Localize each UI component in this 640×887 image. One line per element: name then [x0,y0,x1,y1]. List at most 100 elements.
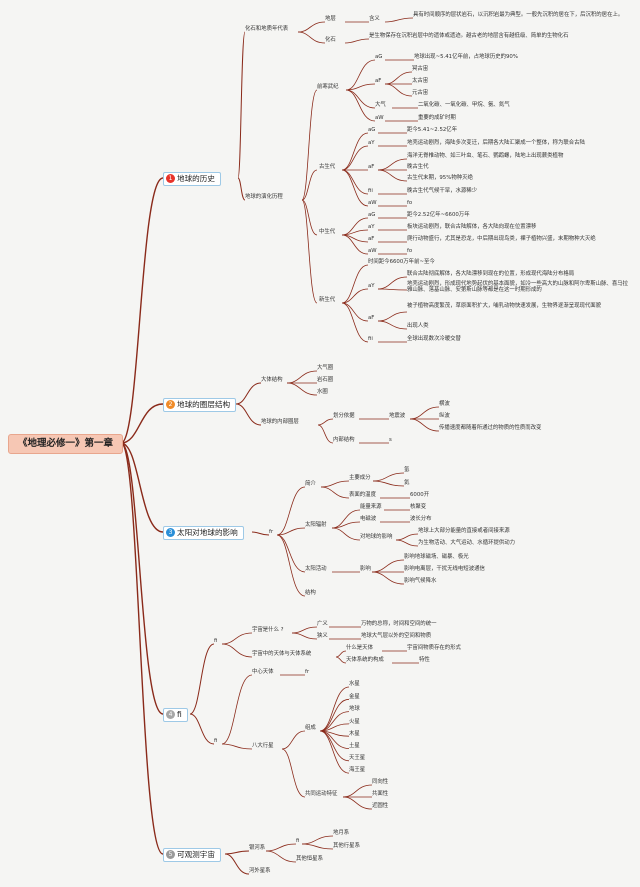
influence-ionosphere: 影响电离层，干扰无线电短波通信 [404,566,485,572]
connector-line [377,288,408,291]
paleozoic-fii[interactable]: fii [368,188,373,194]
paleozoic-aw[interactable]: aW [368,200,377,206]
topic-earth-evolution[interactable]: 地球的演化历程 [245,194,283,200]
topic-structure[interactable]: 结构 [305,590,316,596]
sphere-hydrosphere: 水圈 [317,389,328,395]
topic-seismic-wave[interactable]: 地震波 [389,413,406,419]
precambrian-atmosphere-text: 二氧化碳、一氧化碳、甲烷、氨、氮气 [418,102,510,108]
connector-line [331,521,361,529]
topic-solar-activity[interactable]: 太阳活动 [305,566,327,572]
topic-influence[interactable]: 影响 [360,566,371,572]
paleozoic-aw-text: fo [407,200,413,206]
topic-paleozoic[interactable]: 古生代 [319,164,336,170]
wave-speed-note: 传播速度都随着所通过的物质的性质而改变 [439,425,542,431]
mesozoic-af[interactable]: aF [368,236,375,242]
topic-fossil[interactable]: 化石 [325,37,336,43]
connector-line [224,850,250,855]
topic-inner-structure[interactable]: 内部结构 [333,437,355,443]
topic-milky-way[interactable]: 银河系 [249,845,266,851]
inner-structure-s: s [389,437,392,443]
mesozoic-aw[interactable]: aW [368,248,377,254]
chapter-label: fi [177,710,182,719]
cenozoic-ay[interactable]: aY [368,283,375,289]
connector-line [317,418,334,426]
topic-intro[interactable]: 简介 [305,481,316,487]
root-topic[interactable]: 《地理必修一》第一章 [8,434,123,454]
milky-way-hub[interactable]: fi [296,838,300,844]
planet-jupiter: 木星 [349,731,360,737]
connector-line [237,177,246,201]
connector-line [189,643,215,715]
motion-coplanar: 共面性 [372,791,389,797]
topic-fossil-timescale[interactable]: 化石和地质年代表 [245,26,289,32]
connector-line [341,288,369,304]
mesozoic-ay[interactable]: aY [368,224,375,230]
precambrian-af[interactable]: aF [375,78,382,84]
topic-what-is-universe[interactable]: 宇宙是什么 ? [252,627,284,633]
mesozoic-aw-text: fo [407,248,413,254]
topic-energy-source[interactable]: 能量来源 [360,504,382,510]
topic-celestial-bodies[interactable]: 宇宙中的天体与天体系统 [252,651,312,657]
connector-line [297,21,326,33]
connector-line [291,632,318,640]
system-traits: 特性 [419,657,430,663]
topic-other-galaxies[interactable]: 河外星系 [249,868,271,874]
topic-mesozoic[interactable]: 中生代 [319,229,336,235]
mesozoic-ag[interactable]: aG [368,212,376,218]
topic-what-is-body[interactable]: 什么是天体 [346,645,373,651]
connector-line [221,674,253,745]
precambrian-atmosphere[interactable]: 大气 [375,102,386,108]
connector-line [265,843,297,852]
connector-line [120,403,164,444]
topic-main-components[interactable]: 主要成分 [349,475,371,481]
topic-earth-impact[interactable]: 对地球的影响 [360,534,393,540]
precambrian-ag[interactable]: aG [375,54,383,60]
cenozoic-fii[interactable]: fii [368,336,373,342]
connector-line [237,31,246,179]
topic-strata-meaning[interactable]: 含义 [369,16,380,22]
topic-composition[interactable]: 组成 [305,725,316,731]
topic-em-wave[interactable]: 电磁波 [360,516,377,522]
ch4-hub-b[interactable]: fi [214,738,218,744]
topic-solar-radiation[interactable]: 太阳辐射 [305,522,327,528]
connector-line [221,743,253,750]
topic-cenozoic[interactable]: 新生代 [319,297,336,303]
mesozoic-ay-text: 板块运动剧烈，联合古陆解体，各大陆向现在位置漂移 [407,224,537,230]
topic-narrow-sense[interactable]: 狭义 [317,633,328,639]
connector-line [320,480,350,488]
connector-line [409,406,440,420]
paleozoic-ay[interactable]: aY [368,140,375,146]
sphere-lithosphere: 岩石圈 [317,377,334,383]
connector-line [319,711,350,732]
topic-surface-temp[interactable]: 表面的温度 [349,492,376,498]
connector-line [384,71,413,85]
connector-line [291,626,318,634]
topic-precambrian[interactable]: 前寒武纪 [317,84,339,90]
planet-mars: 火星 [349,719,360,725]
connector-line [235,382,262,405]
cenozoic-ay-text-2: 地壳运动剧烈，形成现代地势起伏的基本面貌，如冷一些高大的山脉和阿尔卑斯山脉、喜马… [407,281,629,293]
ch3-hub[interactable]: fr [269,529,274,535]
paleozoic-ag[interactable]: aG [368,127,376,133]
topic-strata[interactable]: 地层 [325,16,336,22]
topic-division-basis[interactable]: 划分依据 [333,413,355,419]
topic-overall-structure[interactable]: 大体结构 [261,377,283,383]
connector-line [342,784,373,798]
planet-neptune: 海王星 [349,767,366,773]
topic-common-motion[interactable]: 共同运动特征 [305,791,338,797]
impact-energy: 地球上大部分能量的直接或者间接来源 [418,528,510,534]
topic-inner-spheres[interactable]: 地球的内部圈层 [261,419,299,425]
paleozoic-af[interactable]: aF [368,164,375,170]
ch4-hub-a[interactable]: fi [214,638,218,644]
topic-eight-planets[interactable]: 八大行星 [252,743,274,749]
cenozoic-af[interactable]: aF [368,315,375,321]
precambrian-aw[interactable]: aW [375,115,384,121]
topic-system-composition[interactable]: 天体系统的构成 [346,657,384,663]
topic-central-body[interactable]: 中心天体 [252,669,274,675]
topic-broad-sense[interactable]: 广义 [317,621,328,627]
